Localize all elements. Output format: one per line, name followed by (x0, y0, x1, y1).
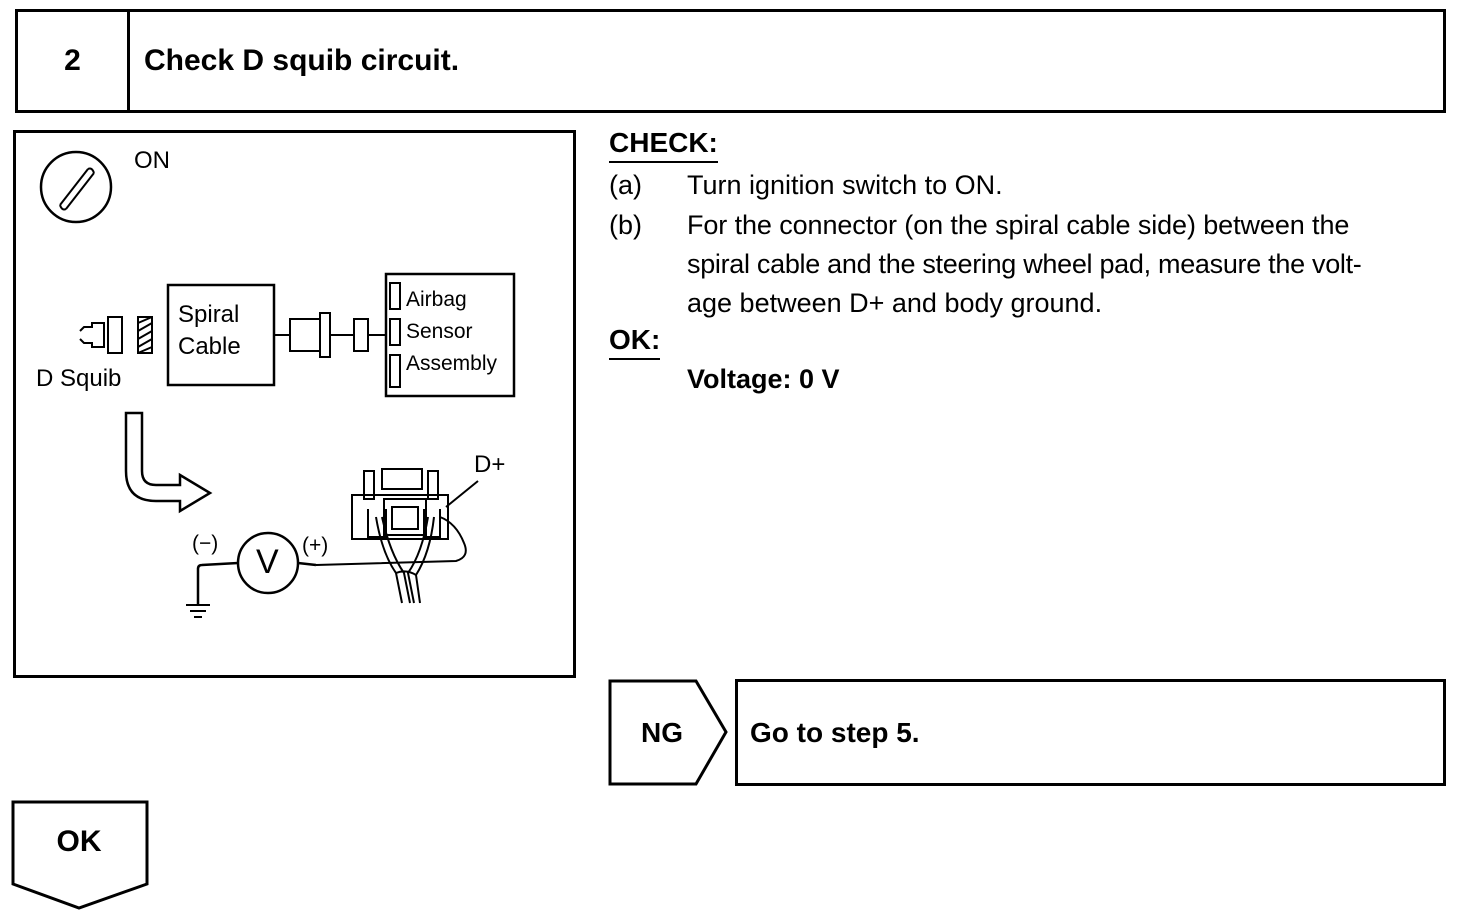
bent-arrow-icon (124, 411, 213, 514)
airbag-label-line2: Sensor (406, 320, 473, 343)
ok-result-label: OK (56, 825, 102, 858)
step-header: 2 Check D squib circuit. (15, 9, 1446, 113)
airbag-label-line1: Airbag (406, 288, 467, 311)
check-item-a-key: (a) (609, 170, 642, 200)
ok-spec-value: Voltage: 0 V (687, 364, 840, 394)
check-item-b-key: (b) (609, 210, 642, 240)
d-plus-terminal-label: D+ (474, 451, 506, 478)
negative-probe-label: (−) (192, 532, 219, 555)
check-item-a-text: Turn ignition switch to ON. (687, 170, 1003, 200)
check-item-b-line1: For the connector (on the spiral cable s… (687, 210, 1350, 240)
check-item-b-line2: spiral cable and the steering wheel pad,… (687, 249, 1362, 279)
ng-arrow-box (608, 679, 728, 786)
voltmeter-symbol: V (256, 543, 279, 581)
ng-action-text[interactable]: Go to step 5. (750, 716, 920, 748)
voltmeter-icon (186, 531, 317, 618)
ok-arrow-box (11, 800, 149, 910)
ignition-on-label: ON (134, 147, 170, 174)
step-title: Check D squib circuit. (144, 44, 460, 77)
ng-action-box (735, 679, 1446, 786)
ok-spec-heading: OK: (609, 324, 661, 360)
connector-detail-icon (315, 468, 479, 604)
ng-label: NG (641, 716, 683, 748)
spiral-cable-label-line2: Cable (178, 333, 241, 360)
check-item-b-text: For the connector (on the spiral cable s… (687, 206, 1449, 323)
check-heading: CHECK: (609, 127, 718, 163)
d-squib-connector-icon (79, 316, 153, 354)
spiral-cable-label-line1: Spiral (178, 301, 240, 328)
d-squib-label: D Squib (36, 365, 122, 392)
airbag-sensor-assembly-box (384, 272, 516, 398)
cable-connector-icon (274, 312, 386, 358)
circuit-diagram (39, 150, 516, 618)
circuit-illustration: ON Spiral Cable D Squib Airbag Sensor As… (13, 130, 576, 678)
check-item-b-line3: age between D+ and body ground. (687, 288, 1103, 318)
step-number: 2 (18, 12, 130, 110)
ignition-key-icon (39, 150, 113, 224)
positive-probe-label: (+) (302, 534, 329, 557)
airbag-label-line3: Assembly (406, 352, 498, 375)
